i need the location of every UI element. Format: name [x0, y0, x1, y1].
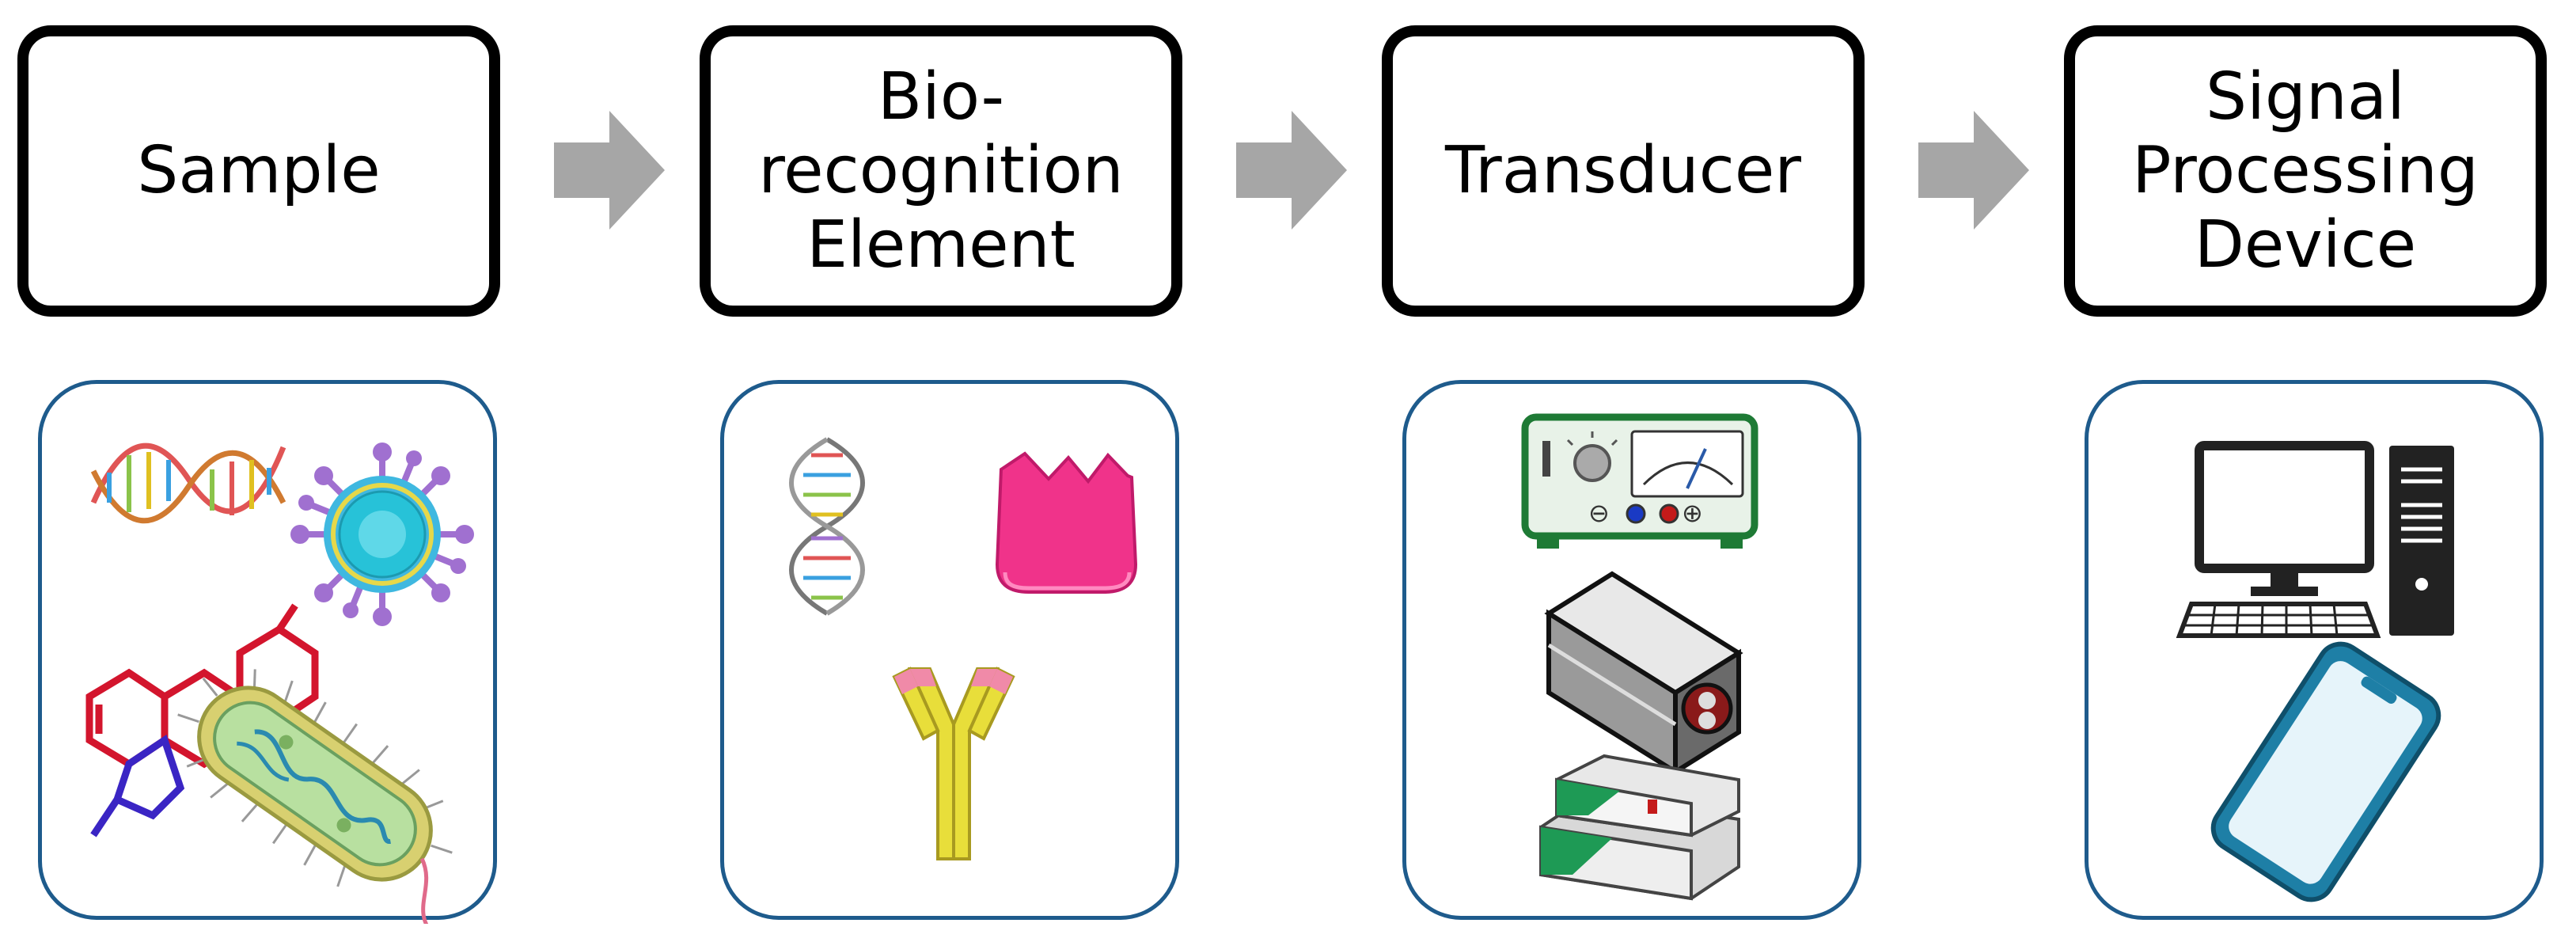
- bacteria-icon: [177, 669, 453, 924]
- stage-label-signal-processing: Signal Processing Device: [2132, 59, 2479, 283]
- stage-box-bio-recognition: Bio-recognition Element: [700, 25, 1182, 317]
- stage-box-signal-processing: Signal Processing Device: [2064, 25, 2547, 317]
- panel-signal-processing: [2085, 380, 2544, 920]
- optical-detector-icon: [1544, 571, 1743, 777]
- stage-label-transducer: Transducer: [1445, 133, 1801, 209]
- stage-box-transducer: Transducer: [1382, 25, 1865, 317]
- instrument-icon: [1539, 754, 1740, 901]
- dna-icon: [90, 443, 286, 524]
- panel-bio-recognition: [720, 380, 1179, 920]
- dna-strand-icon: [789, 437, 865, 616]
- stage-label-bio-recognition: Bio-recognition Element: [758, 59, 1124, 283]
- panel-transducer: ⊖ ⊕: [1402, 380, 1861, 920]
- minus-terminal-label: ⊖: [1588, 498, 1610, 528]
- smartphone-icon: [2210, 641, 2441, 902]
- electrochemical-meter-icon: ⊖ ⊕: [1521, 413, 1758, 549]
- computer-icon: [2176, 441, 2454, 638]
- flow-arrow-3: [1918, 111, 2029, 230]
- panel-sample: [38, 380, 497, 924]
- flow-arrow-1: [554, 111, 665, 230]
- receptor-icon: [995, 451, 1138, 594]
- stage-box-sample: Sample: [17, 25, 500, 317]
- plus-terminal-label: ⊕: [1682, 498, 1703, 528]
- virus-icon: [290, 443, 474, 626]
- antibody-icon: [892, 667, 1015, 860]
- flow-arrow-2: [1236, 111, 1347, 230]
- stage-label-sample: Sample: [137, 133, 381, 209]
